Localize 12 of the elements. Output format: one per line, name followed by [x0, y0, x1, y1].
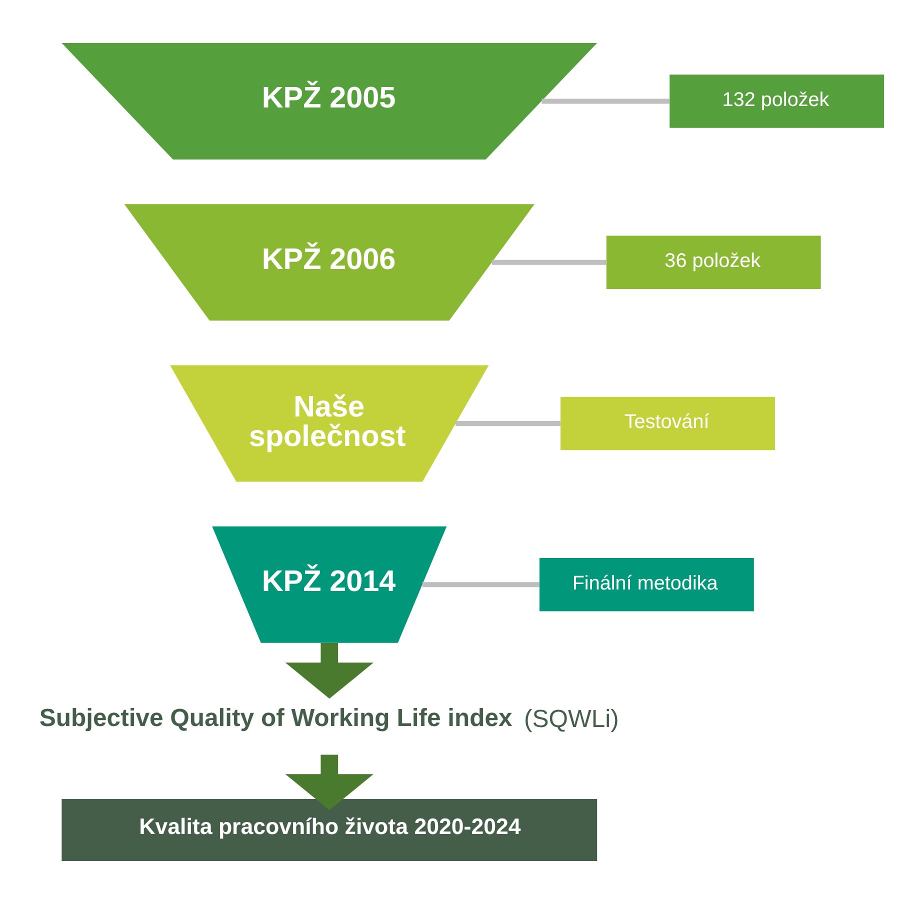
connector — [422, 582, 539, 588]
node-box: Testování — [560, 396, 774, 450]
node-box: Finální metodika — [538, 558, 754, 612]
connector — [455, 421, 560, 426]
connector — [491, 260, 606, 265]
arrow — [284, 643, 373, 699]
node-text: Subjective Quality of Working Life index (SQWLi) — [38, 704, 618, 734]
node-box: 36 položek — [606, 236, 820, 290]
node-box: Kvalita pracovního života 2020-2024 — [61, 799, 597, 862]
arrow — [284, 754, 373, 810]
connector — [541, 98, 669, 104]
node-box: 132 položek — [669, 74, 884, 128]
